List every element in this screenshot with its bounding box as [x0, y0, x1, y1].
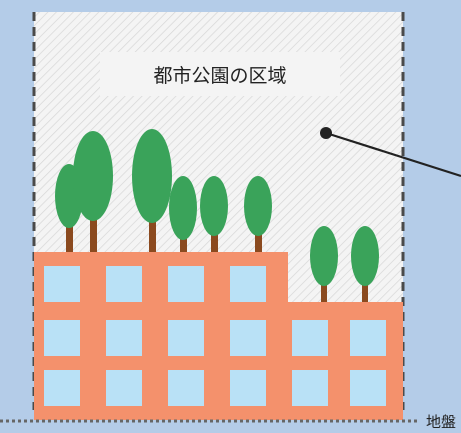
- window-icon: [230, 266, 266, 302]
- park-area-label: 都市公園の区域: [153, 65, 286, 87]
- window-icon: [106, 370, 142, 406]
- window-icon: [44, 370, 80, 406]
- pointer-dot: [320, 127, 332, 139]
- tree-icon: [351, 226, 379, 302]
- window-icon: [44, 266, 80, 302]
- window-icon: [44, 320, 80, 356]
- window-icon: [292, 370, 328, 406]
- window-icon: [292, 320, 328, 356]
- windows-group: [44, 266, 386, 406]
- ground-label: 地盤: [426, 413, 456, 431]
- pointer-line: [325, 131, 461, 178]
- window-icon: [168, 320, 204, 356]
- window-icon: [106, 320, 142, 356]
- tree-icon: [310, 226, 338, 302]
- window-icon: [350, 320, 386, 356]
- tree-icon: [244, 176, 272, 252]
- tree-icon: [169, 176, 197, 252]
- window-icon: [168, 370, 204, 406]
- window-icon: [168, 266, 204, 302]
- park-area-label-box: [100, 52, 340, 96]
- window-icon: [350, 370, 386, 406]
- tree-icon: [73, 131, 113, 252]
- tree-icon: [200, 176, 228, 252]
- window-icon: [230, 370, 266, 406]
- tree-icon: [132, 129, 172, 252]
- window-icon: [106, 266, 142, 302]
- window-icon: [230, 320, 266, 356]
